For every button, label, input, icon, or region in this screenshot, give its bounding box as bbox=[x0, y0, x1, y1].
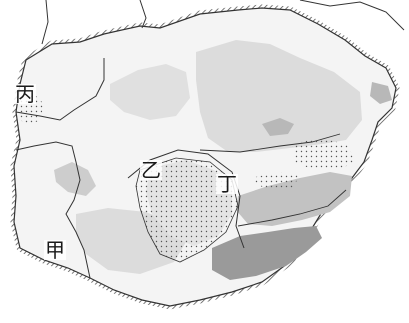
mid-zone-southeast bbox=[236, 172, 352, 226]
internal-boundary-south bbox=[237, 189, 347, 227]
internal-boundary-west bbox=[15, 58, 105, 121]
internal-boundary-center bbox=[127, 149, 245, 249]
river-northwest bbox=[41, 0, 49, 45]
mid-zone-north-spot bbox=[262, 118, 294, 136]
dotted-zone-east bbox=[250, 172, 300, 190]
label-ding: 丁 bbox=[216, 172, 238, 196]
light-zone-northwest bbox=[110, 64, 190, 120]
river-northeast bbox=[299, 0, 405, 31]
dark-zone-south bbox=[212, 226, 322, 280]
river-north bbox=[139, 0, 147, 29]
label-jia: 甲 bbox=[44, 238, 66, 262]
mid-zone-west-band bbox=[54, 162, 96, 196]
dotted-zone-center bbox=[135, 157, 239, 263]
label-bing: 丙 bbox=[14, 82, 36, 106]
label-yi: 乙 bbox=[140, 158, 162, 182]
internal-boundary-southwest bbox=[15, 141, 91, 279]
dotted-zone-north bbox=[292, 138, 356, 170]
light-zone-north bbox=[196, 40, 362, 152]
mid-zone-northeast-spot bbox=[370, 82, 392, 104]
internal-boundary-north bbox=[199, 133, 341, 153]
